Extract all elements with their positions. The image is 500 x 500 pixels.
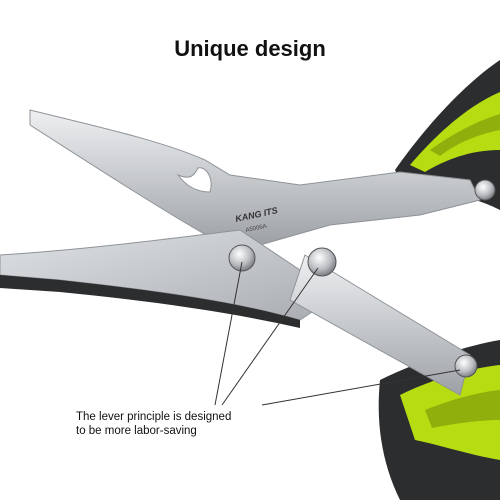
annotation-caption: The lever principle is designed to be mo…: [76, 410, 231, 438]
lever-arm: [289, 254, 471, 396]
lower-blade: [0, 229, 331, 328]
caption-line-2: to be more labor-saving: [76, 425, 197, 437]
pivot-bottom-right: [454, 354, 478, 378]
pivot-top-right: [474, 179, 496, 201]
caption-line-1: The lever principle is designed: [76, 411, 232, 423]
pivot-center: [307, 247, 337, 277]
annotation-lines: [214, 261, 461, 406]
page-title: Unique design: [174, 36, 326, 61]
upper-handle: [395, 60, 500, 210]
model-number: A5006A: [245, 224, 267, 234]
upper-blade: [29, 109, 481, 246]
lower-handle: [378, 340, 500, 500]
pivot-left: [228, 244, 256, 272]
